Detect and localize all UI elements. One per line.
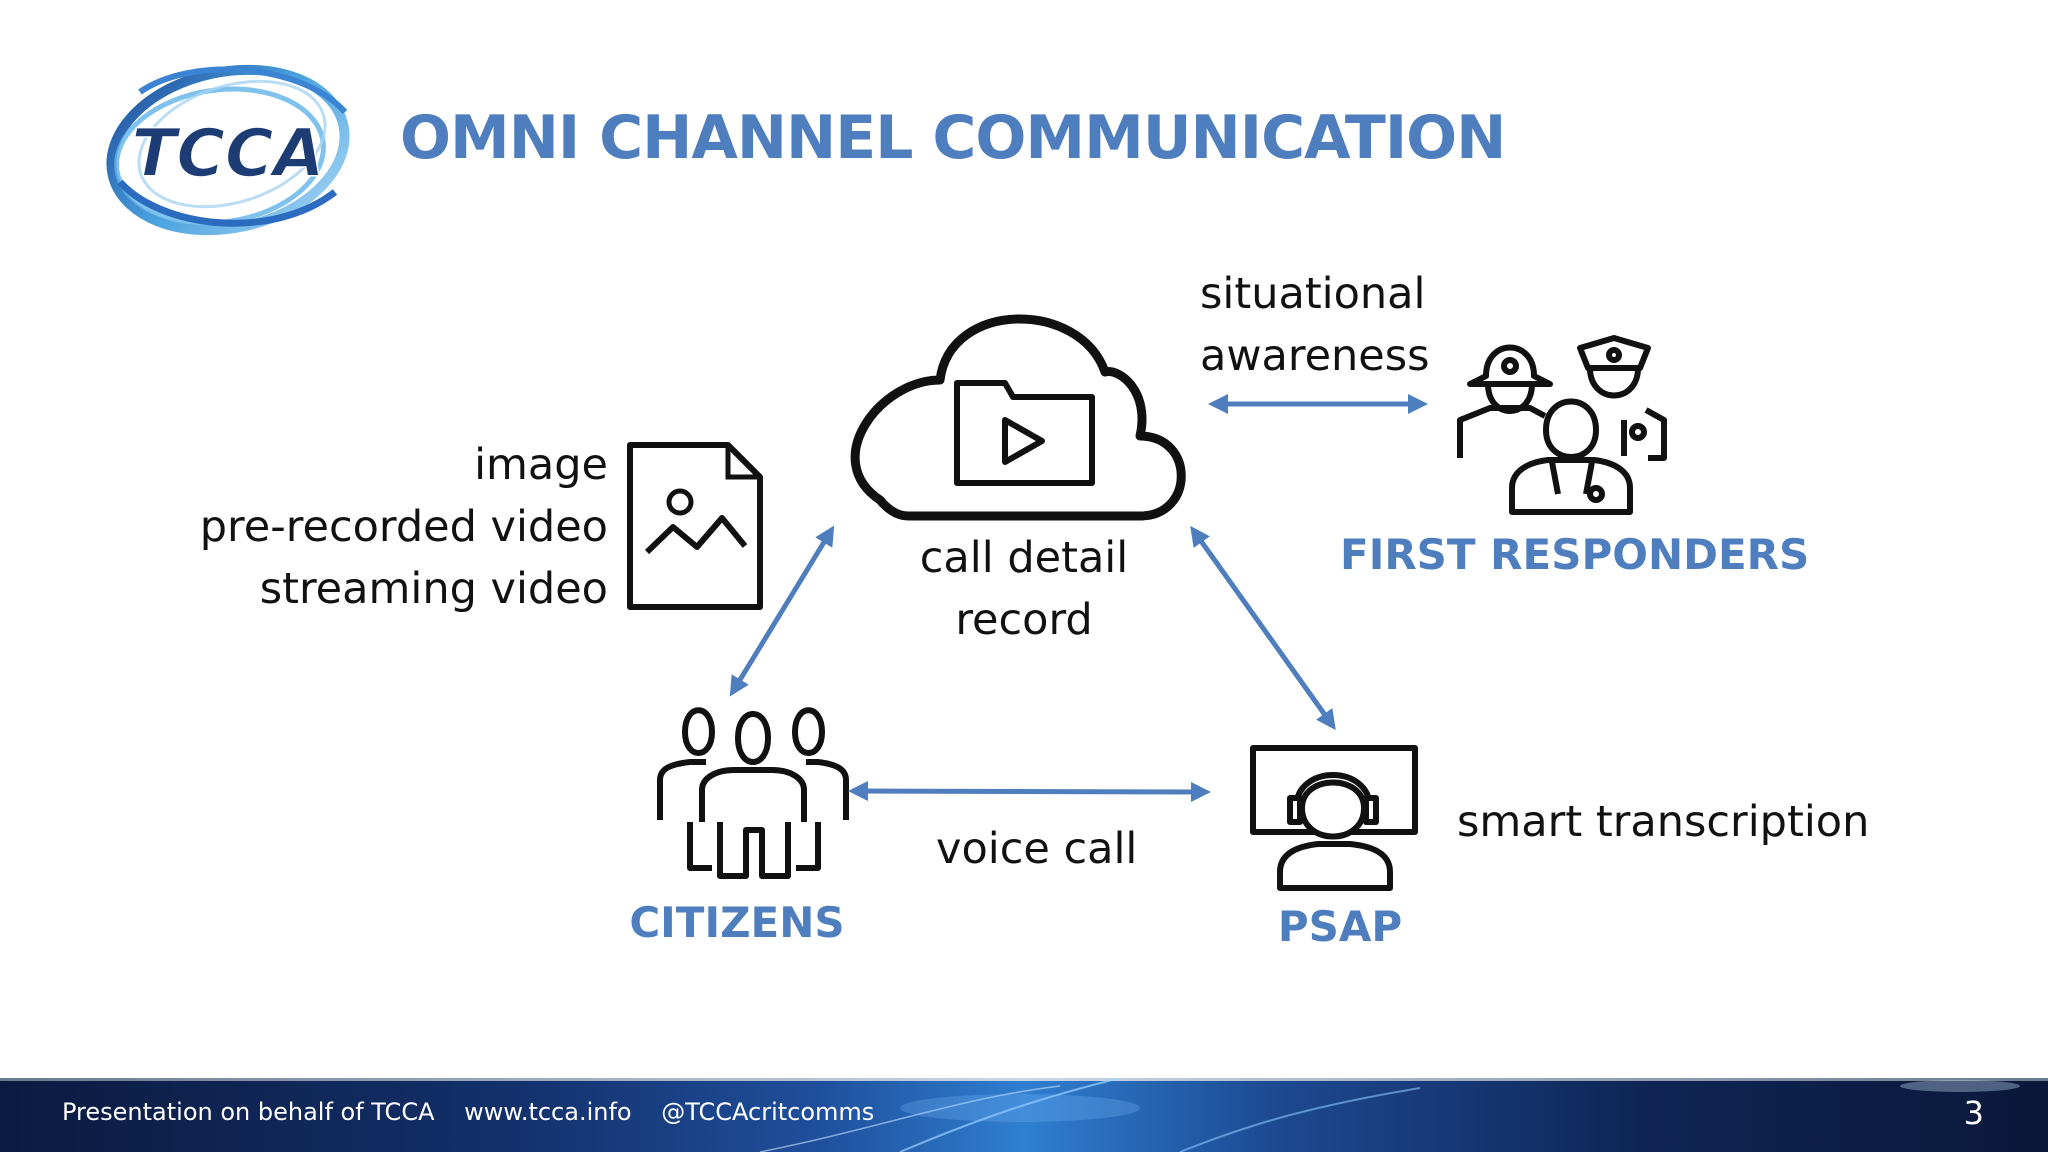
arrows	[729, 394, 1428, 802]
situational-line1: situational	[1200, 269, 1426, 319]
cloud-label-line1: call detail	[919, 533, 1129, 583]
citizens-label: CITIZENS	[629, 898, 845, 947]
cloud-label: call detail record	[874, 527, 1174, 651]
footer-bar: Presentation on behalf of TCCA www.tcca.…	[0, 1078, 2048, 1152]
page-number: 3	[1963, 1094, 1984, 1132]
footer-light-streaks	[759, 1078, 2020, 1152]
media-line-image: image	[474, 440, 608, 490]
arrow-citizens-psap	[848, 781, 1211, 802]
footer-handle-link[interactable]: @TCCAcritcomms	[661, 1098, 875, 1126]
situational-line2: awareness	[1200, 331, 1430, 381]
footer-text: Presentation on behalf of TCCA www.tcca.…	[62, 1098, 896, 1126]
smart-transcription-label: smart transcription	[1457, 797, 1870, 847]
cloud-label-line2: record	[955, 595, 1093, 645]
image-document-icon	[627, 442, 763, 610]
tcca-logo: TCCA	[106, 64, 350, 236]
footer-presenter: Presentation on behalf of TCCA	[62, 1098, 435, 1126]
media-line-streaming: streaming video	[259, 564, 608, 614]
logo-text: TCCA	[132, 115, 325, 192]
page-title: OMNI CHANNEL COMMUNICATION	[400, 103, 1506, 173]
psap-label: PSAP	[1277, 902, 1403, 951]
situational-awareness-label: situational awareness	[1200, 263, 1430, 387]
footer-website-link[interactable]: www.tcca.info	[464, 1098, 632, 1126]
media-line-prerecorded: pre-recorded video	[199, 502, 608, 552]
voice-call-label: voice call	[936, 824, 1138, 874]
arrow-cloud-psap	[1190, 525, 1336, 731]
operator-headset-icon	[1250, 745, 1418, 891]
citizens-group-icon	[657, 707, 849, 879]
media-label: image pre-recorded video streaming video	[150, 434, 608, 620]
first-responders-icon	[1457, 335, 1667, 515]
first-responders-label: FIRST RESPONDERS	[1340, 530, 1810, 579]
cloud-video-folder-icon	[850, 314, 1186, 521]
arrow-citizens-cloud	[729, 525, 835, 697]
